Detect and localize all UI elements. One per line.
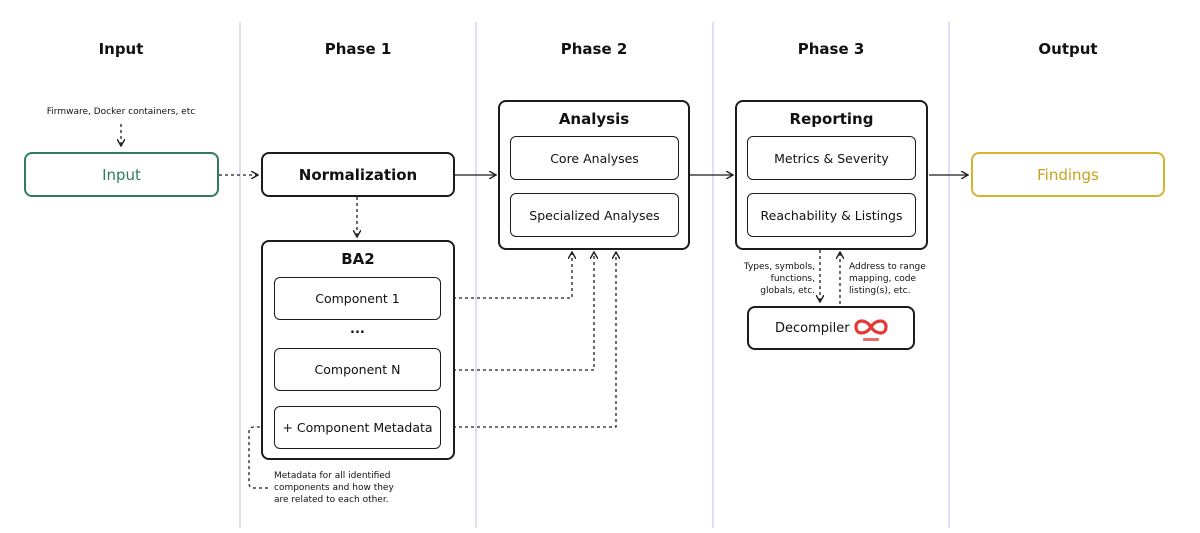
reachability-listings-box: Reachability & Listings — [747, 193, 916, 237]
findings-box: Findings — [971, 152, 1165, 197]
decompiler-output-note: Address to range mapping, code listing(s… — [849, 262, 926, 296]
column-header-output: Output — [1038, 40, 1098, 58]
decompiler-label: Decompiler — [775, 321, 850, 336]
component-1-box: Component 1 — [274, 277, 441, 320]
normalization-box: Normalization — [261, 152, 455, 197]
components-ellipsis: ... — [350, 322, 365, 337]
specialized-analyses-box: Specialized Analyses — [510, 193, 679, 237]
ba2-title: BA2 — [341, 250, 375, 268]
input-source-note: Firmware, Docker containers, etc — [46, 107, 196, 117]
arrow-metadata-to-analysis — [441, 252, 616, 428]
column-header-phase2: Phase 2 — [560, 40, 628, 58]
column-header-phase1: Phase 1 — [324, 40, 392, 58]
decompiler-box: Decompiler — [747, 306, 915, 350]
arrow-componentN-to-analysis — [441, 252, 594, 371]
core-analyses-box: Core Analyses — [510, 136, 679, 180]
metrics-severity-box: Metrics & Severity — [747, 136, 916, 180]
column-header-phase3: Phase 3 — [797, 40, 865, 58]
component-n-box: Component N — [274, 348, 441, 391]
arrow-component1-to-analysis — [441, 252, 572, 299]
metadata-note: Metadata for all identified components a… — [274, 471, 394, 505]
column-dividers — [239, 22, 950, 528]
arrow-note-to-metadata — [248, 427, 271, 489]
input-box: Input — [24, 152, 219, 197]
decompiler-logo-icon — [854, 319, 888, 341]
analysis-title: Analysis — [558, 110, 630, 128]
decompiler-input-note: Types, symbols, functions, globals, etc. — [743, 262, 815, 296]
reporting-title: Reporting — [789, 110, 874, 128]
column-header-input: Input — [98, 40, 144, 58]
component-metadata-box: + Component Metadata — [274, 406, 441, 449]
